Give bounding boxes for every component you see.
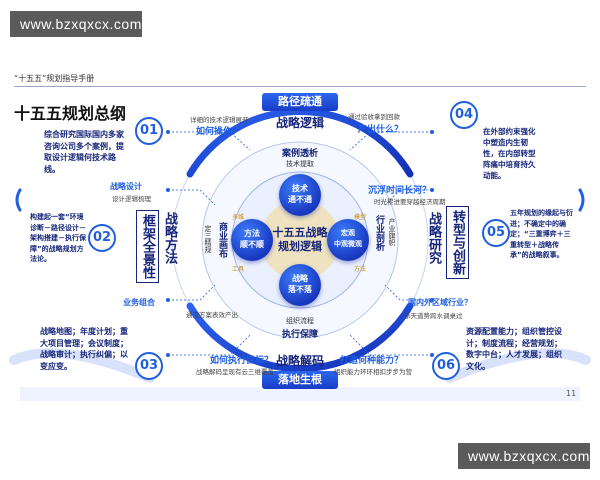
- label-grid-a: 多维: [232, 214, 245, 221]
- section-number-04: 04: [450, 101, 478, 129]
- title-strategy-decode: 战略解码: [275, 354, 324, 368]
- section-text-06: 资源配置能力；组织管控设计；制度流程；经营规划；数字中台；人才发展；组织文化。: [466, 327, 562, 371]
- bottom-arc: [186, 302, 414, 372]
- bubble-tech: 技术通不通: [279, 174, 321, 216]
- banner-bottom: 落地生根: [262, 371, 338, 389]
- note-8: 组织能力环环相扣步步为营: [334, 368, 412, 376]
- question-3: 业务组合: [123, 298, 155, 307]
- label-exec-guarantee: 执行保障: [281, 330, 318, 340]
- note-1: 详细的技术逻辑展开: [190, 116, 249, 124]
- watermark-bottom: www.bzxqxcx.com: [458, 443, 590, 469]
- note-5: 承天道势跨水调桌过: [404, 312, 463, 320]
- question-6: 沉浮时间长河？: [368, 186, 432, 196]
- label-org-flow: 组织流程: [286, 317, 314, 325]
- section-number-01: 01: [135, 117, 163, 145]
- label-framework: 框架全景性: [136, 210, 159, 283]
- doc-title: “十五五”规划指导手册: [14, 74, 95, 83]
- label-transform: 转型与创新: [446, 206, 469, 279]
- section-number-02: 02: [88, 224, 116, 252]
- center-title: 十五五战略规划逻辑: [272, 226, 328, 253]
- label-grid-c: 工具: [232, 266, 245, 273]
- section-number-05: 05: [482, 219, 510, 247]
- bubble-method: 方法顺不顺: [231, 219, 273, 261]
- note-2: 设计逻辑梳理: [112, 195, 151, 203]
- question-8: 打造何种能力？: [340, 356, 404, 366]
- note-7: 战略解码呈现有云三维覆盖: [196, 368, 274, 376]
- section-text-04: 在外部约束强化中塑造内生韧性，在内部转型阵痛中培育持久动能。: [483, 127, 536, 180]
- header-divider: [14, 86, 586, 87]
- label-strategy-method: 战略方法: [162, 212, 177, 264]
- watermark-top: www.bzxqxcx.com: [10, 11, 142, 37]
- bubble-strategy: 战略落不落: [279, 264, 321, 306]
- question-2: 战略设计: [110, 182, 142, 191]
- label-strategy-research: 战略研究: [426, 212, 441, 264]
- label-industry-flag: 产业旗帜: [388, 218, 396, 246]
- label-grid-b: 模型: [354, 214, 367, 221]
- label-biz-division: 商业画布: [217, 222, 227, 258]
- bubble-macro: 宏观中观微观: [327, 219, 369, 261]
- label-grid-d: 方法: [354, 266, 367, 273]
- section-number-03: 03: [135, 352, 163, 380]
- title-strategy-logic: 战略逻辑: [275, 116, 324, 130]
- section-text-01: 综合研究国际国内多家咨询公司多个案例，提取设计逻辑何技术路线。: [44, 130, 124, 174]
- section-text-02: 构建起一套“环境诊断－路径设计－架构搭建－执行保障”的战略规划方法论。: [30, 213, 86, 263]
- section-text-03: 战略地图；年度计划；重大项目管理；会议制度；战略审计；执行纠偏；以变应变。: [40, 327, 128, 371]
- question-5: 产出什么？: [358, 125, 404, 135]
- section-number-06: 06: [432, 352, 460, 380]
- question-1: 如何操作？: [196, 127, 242, 137]
- label-industry-analysis: 行业剖析: [374, 215, 384, 251]
- note-3: 通过验收拿到回款: [348, 113, 400, 121]
- label-case-review: 案例透析: [281, 149, 318, 159]
- question-4: 如何执行目标？: [210, 356, 274, 366]
- center-glow: [260, 200, 340, 280]
- page-title: 十五五规划总纲: [14, 104, 127, 123]
- note-6: 通流方案表效产出: [186, 311, 238, 319]
- banner-top: 路径疏通: [262, 93, 338, 111]
- top-arc: [186, 108, 414, 178]
- section-text-05: 五年规划的缘起与衍进；不确定中的确定；“三重博弈＋三重转型＋战略传承”的战略叙事…: [510, 209, 573, 259]
- label-tech-extract: 技术提取: [286, 160, 314, 168]
- label-tech-policy: 定三精规: [204, 225, 212, 253]
- note-4: 时光累进要穿越经济周期: [374, 198, 446, 206]
- page-number: 11: [566, 389, 577, 398]
- question-7: 国内外区域行业？: [408, 298, 472, 307]
